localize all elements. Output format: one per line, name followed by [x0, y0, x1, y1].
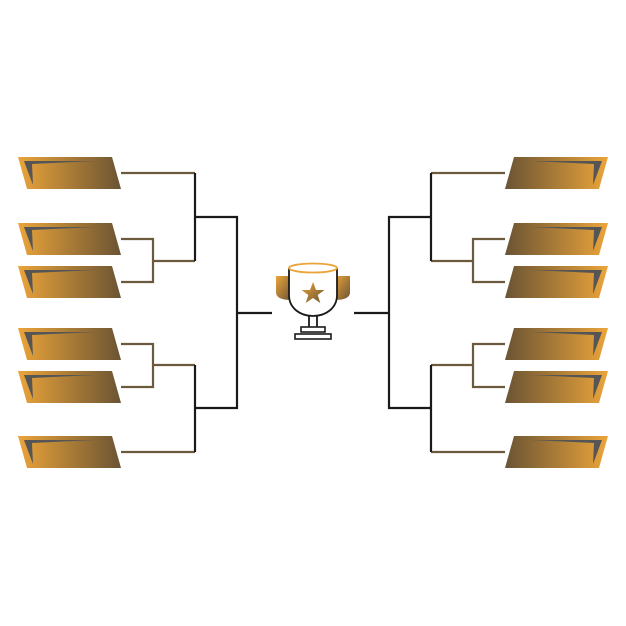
bracket-connector-right-5 [471, 342, 505, 389]
bracket-connector-left-5 [121, 342, 155, 389]
slot-accent [24, 375, 95, 399]
slot-accent [531, 375, 602, 399]
bracket-slot-right-3[interactable] [505, 266, 608, 298]
bracket-slot-left-2[interactable] [18, 223, 121, 255]
bracket-slot-left-3[interactable] [18, 266, 121, 298]
bracket-connector-right-9 [387, 215, 431, 410]
slot-accent [24, 270, 95, 294]
slot-accent [531, 440, 602, 464]
bracket-slot-right-2[interactable] [505, 223, 608, 255]
slot-accent [531, 332, 602, 356]
slot-accent [531, 270, 602, 294]
trophy-rim [288, 262, 338, 274]
trophy-icon [276, 262, 350, 340]
bracket-slot-right-6[interactable] [505, 436, 608, 468]
bracket-connector-right-2 [471, 237, 505, 284]
slot-accent [24, 227, 95, 251]
slot-accent [24, 440, 95, 464]
bracket-slot-left-5[interactable] [18, 371, 121, 403]
bracket-slot-left-4[interactable] [18, 328, 121, 360]
bracket-slot-right-4[interactable] [505, 328, 608, 360]
bracket-connector-left-9 [195, 215, 239, 410]
slot-accent [531, 227, 602, 251]
trophy-stem [308, 316, 318, 327]
star-icon [301, 282, 325, 303]
bracket-connector-left-2 [121, 237, 155, 284]
trophy-base-bottom [294, 333, 332, 340]
trophy-base-top [300, 326, 326, 333]
bracket-slot-right-5[interactable] [505, 371, 608, 403]
bracket-slot-left-6[interactable] [18, 436, 121, 468]
slot-accent [531, 161, 602, 185]
trophy-left-handle [276, 276, 292, 300]
trophy-right-handle [334, 276, 350, 300]
bracket-slot-left-1[interactable] [18, 157, 121, 189]
bracket-slot-right-1[interactable] [505, 157, 608, 189]
slot-accent [24, 161, 95, 185]
slot-accent [24, 332, 95, 356]
